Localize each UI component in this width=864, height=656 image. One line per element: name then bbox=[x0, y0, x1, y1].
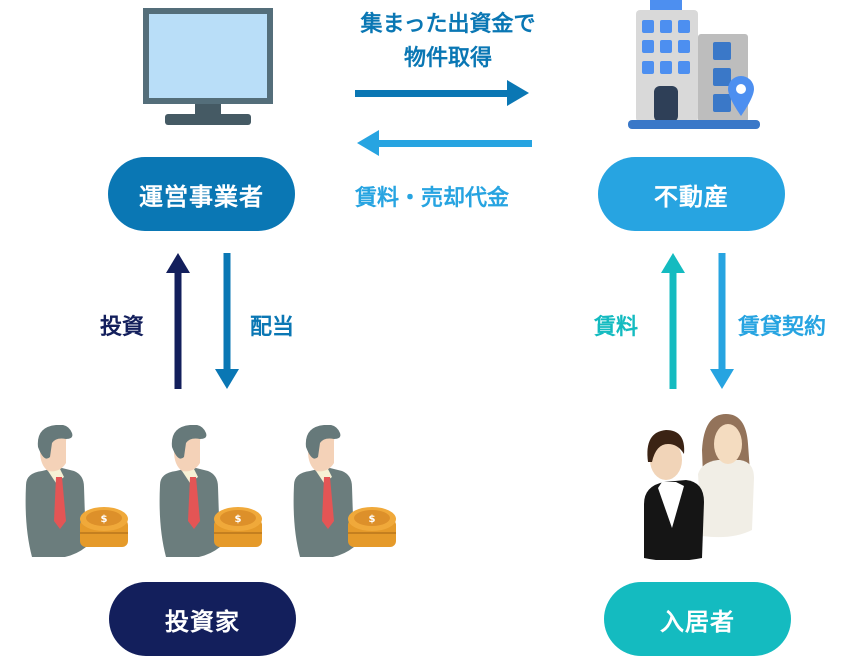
acquisition-label: 集まった出資金で 物件取得 bbox=[330, 8, 566, 76]
investor-node: 投資家 bbox=[109, 582, 296, 656]
investor-icon bbox=[18, 425, 133, 557]
building-icon bbox=[628, 0, 760, 132]
arrow-up-investment bbox=[166, 253, 190, 389]
arrow-down-dividend bbox=[215, 253, 239, 389]
rent-sale-proceeds-label: 賃料・売却代金 bbox=[355, 186, 510, 211]
investor-icon bbox=[152, 425, 267, 557]
monitor-icon bbox=[143, 8, 273, 126]
lease-contract-label: 賃貸契約 bbox=[738, 315, 827, 340]
investor-icon bbox=[286, 425, 401, 557]
investment-label: 投資 bbox=[100, 315, 145, 340]
arrow-down-lease bbox=[710, 253, 734, 389]
arrow-up-rent bbox=[661, 253, 685, 389]
arrow-right-acquisition bbox=[355, 80, 530, 106]
tenant-couple-icon bbox=[636, 410, 761, 560]
dividend-label: 配当 bbox=[250, 315, 295, 340]
acquisition-label-line1: 集まった出資金で bbox=[360, 12, 536, 37]
operator-node: 運営事業者 bbox=[108, 157, 295, 231]
tenant-node: 入居者 bbox=[604, 582, 791, 656]
rent-label: 賃料 bbox=[594, 315, 639, 340]
acquisition-label-line2: 物件取得 bbox=[403, 46, 492, 71]
property-node: 不動産 bbox=[598, 157, 785, 231]
arrow-left-proceeds bbox=[357, 130, 532, 156]
